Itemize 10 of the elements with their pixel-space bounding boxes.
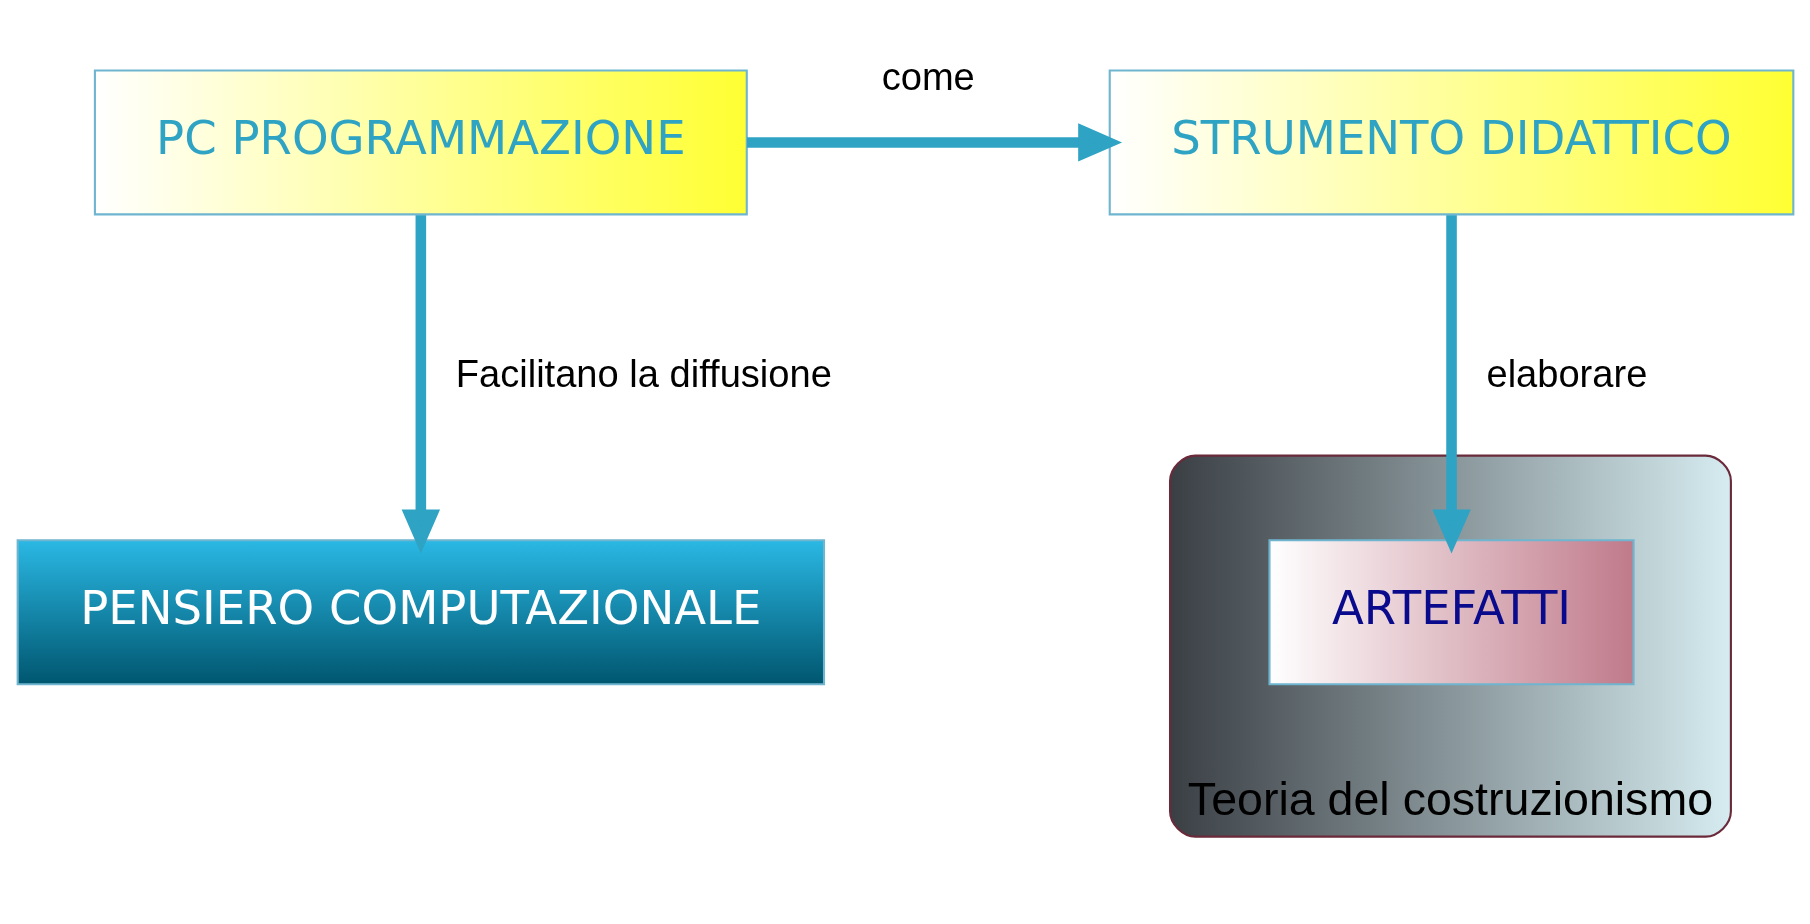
edge-label: come — [881, 56, 975, 99]
node-box: ARTEFATTI — [1267, 539, 1635, 686]
edge-label: elaborare — [1485, 352, 1647, 395]
node-box: PENSIERO COMPUTAZIONALE — [16, 539, 825, 686]
edge-label: Facilitano la diffusione — [455, 352, 832, 395]
arrow — [746, 123, 1122, 162]
node-box: STRUMENTO DIDATTICO — [1108, 69, 1794, 216]
arrow — [1431, 215, 1471, 554]
arrow — [401, 215, 440, 554]
node-box: PC PROGRAMMAZIONE — [93, 69, 748, 216]
